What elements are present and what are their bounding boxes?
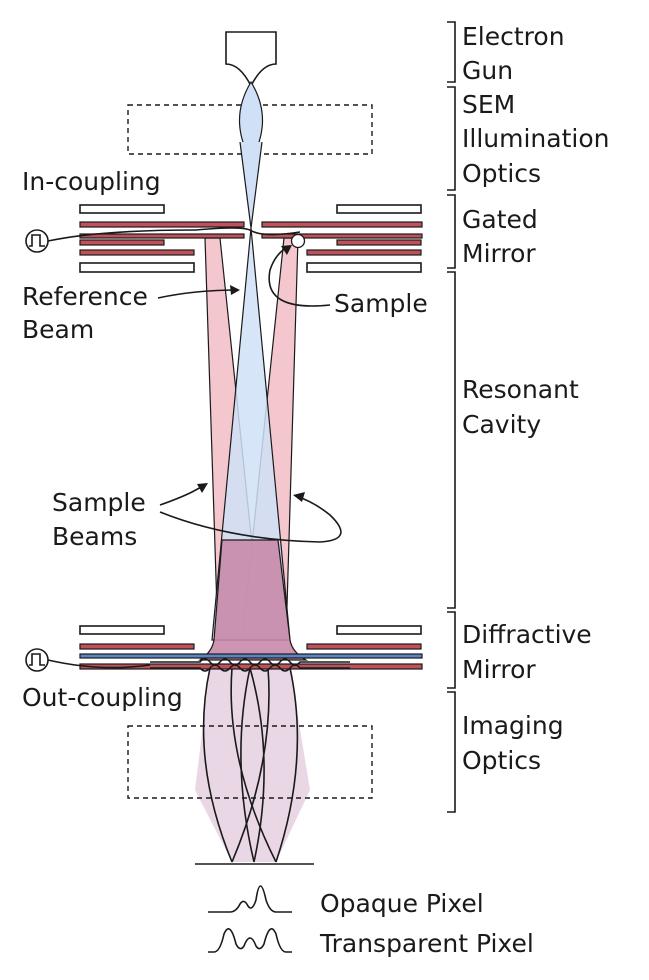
diffractive-mirror-plate xyxy=(306,643,422,650)
bracket-resonant-cavity xyxy=(447,271,456,609)
label-reference-beam: Reference Beam xyxy=(22,282,156,344)
reference-beam-arrow xyxy=(157,289,239,299)
gated-mirror-plate xyxy=(79,221,245,228)
pulse-source-wire xyxy=(47,659,151,669)
gated-mirror-gate-line xyxy=(195,227,301,236)
label-resonant-cavity: Resonant Cavity xyxy=(462,375,587,439)
pulse-source-wire xyxy=(47,229,197,242)
sample-particle-icon xyxy=(290,233,306,249)
pulse-source-icon xyxy=(29,234,45,247)
imaging-ray-center xyxy=(240,667,265,863)
electron-gun-body xyxy=(225,31,277,88)
label-sem-illumination-optics: SEM Illumination Optics xyxy=(462,90,617,188)
stage-brackets xyxy=(447,21,456,813)
pulse-source-icon xyxy=(29,653,45,666)
stage-labels: Electron Gun SEM Illumination Optics Gat… xyxy=(462,22,617,775)
legend-opaque-label: Opaque Pixel xyxy=(320,889,484,918)
label-gated-mirror: Gated Mirror xyxy=(462,205,546,268)
diffractive-mirror-plate xyxy=(79,625,165,635)
bracket-sem-optics xyxy=(447,86,456,191)
bracket-electron-gun xyxy=(447,21,456,83)
imaging-ray-right-b xyxy=(231,667,270,863)
diffractive-mirror xyxy=(79,625,423,672)
gated-mirror-plate xyxy=(79,249,195,256)
gated-mirror-plate xyxy=(261,221,423,228)
label-electron-gun: Electron Gun xyxy=(462,22,573,85)
diffractive-mirror-plate xyxy=(336,625,422,635)
gated-mirror-plate xyxy=(336,239,422,246)
sample-beams-arrow-right xyxy=(159,495,342,543)
label-sample: Sample xyxy=(334,289,428,318)
pulse-source-top xyxy=(25,229,197,253)
imaging-ray-left-b xyxy=(230,667,277,863)
bracket-gated-mirror xyxy=(447,194,456,269)
annotation-arrows xyxy=(157,245,342,543)
gated-mirror-plate xyxy=(261,233,423,239)
legend-transparent-waveform xyxy=(208,928,292,953)
bracket-diffractive-mirror xyxy=(447,611,456,689)
gated-mirror-plate xyxy=(79,239,165,246)
label-imaging-optics: Imaging Optics xyxy=(462,711,572,775)
legend-opaque-waveform xyxy=(208,885,292,913)
gated-mirror-plate xyxy=(306,249,422,256)
label-out-coupling: Out-coupling xyxy=(22,683,183,712)
gated-mirror-plate xyxy=(306,262,422,273)
legend: Opaque Pixel Transparent Pixel xyxy=(208,885,534,958)
gated-mirror-plate xyxy=(79,204,165,214)
sample-arrow xyxy=(268,245,331,307)
gated-mirror-plate xyxy=(336,204,422,214)
gated-mirror-plate xyxy=(79,262,195,273)
diffractive-mirror-plate xyxy=(79,653,423,659)
sample-beams-arrow-left xyxy=(159,484,206,506)
label-sample-beams: Sample Beams xyxy=(52,488,154,551)
sample-beams-arrowhead-left xyxy=(197,483,208,493)
imaging-ray-left-a xyxy=(202,667,233,863)
pulse-source-icon xyxy=(25,648,49,672)
diffractive-mirror-plate xyxy=(79,643,195,650)
sample-beams-arrowhead-right xyxy=(293,492,305,502)
imaging-beam-fan xyxy=(195,668,310,862)
label-diffractive-mirror: Diffractive Mirror xyxy=(462,620,600,684)
imaging-ray-right-a xyxy=(275,667,299,863)
label-in-coupling: In-coupling xyxy=(22,167,161,196)
reference-beam-arrowhead xyxy=(230,285,240,295)
gated-mirror-plate xyxy=(79,233,245,239)
imaging-optics-box xyxy=(127,725,373,799)
bracket-imaging-optics xyxy=(447,691,456,813)
pulse-source-bottom xyxy=(25,648,151,672)
diffraction-grating xyxy=(150,664,350,672)
gated-mirror xyxy=(79,204,423,273)
legend-transparent-label: Transparent Pixel xyxy=(319,929,534,958)
incoming-beam-converge xyxy=(239,141,263,229)
beam-overlap-region xyxy=(198,539,309,661)
sample-arrowhead xyxy=(281,245,292,255)
pulse-source-icon xyxy=(25,229,49,253)
